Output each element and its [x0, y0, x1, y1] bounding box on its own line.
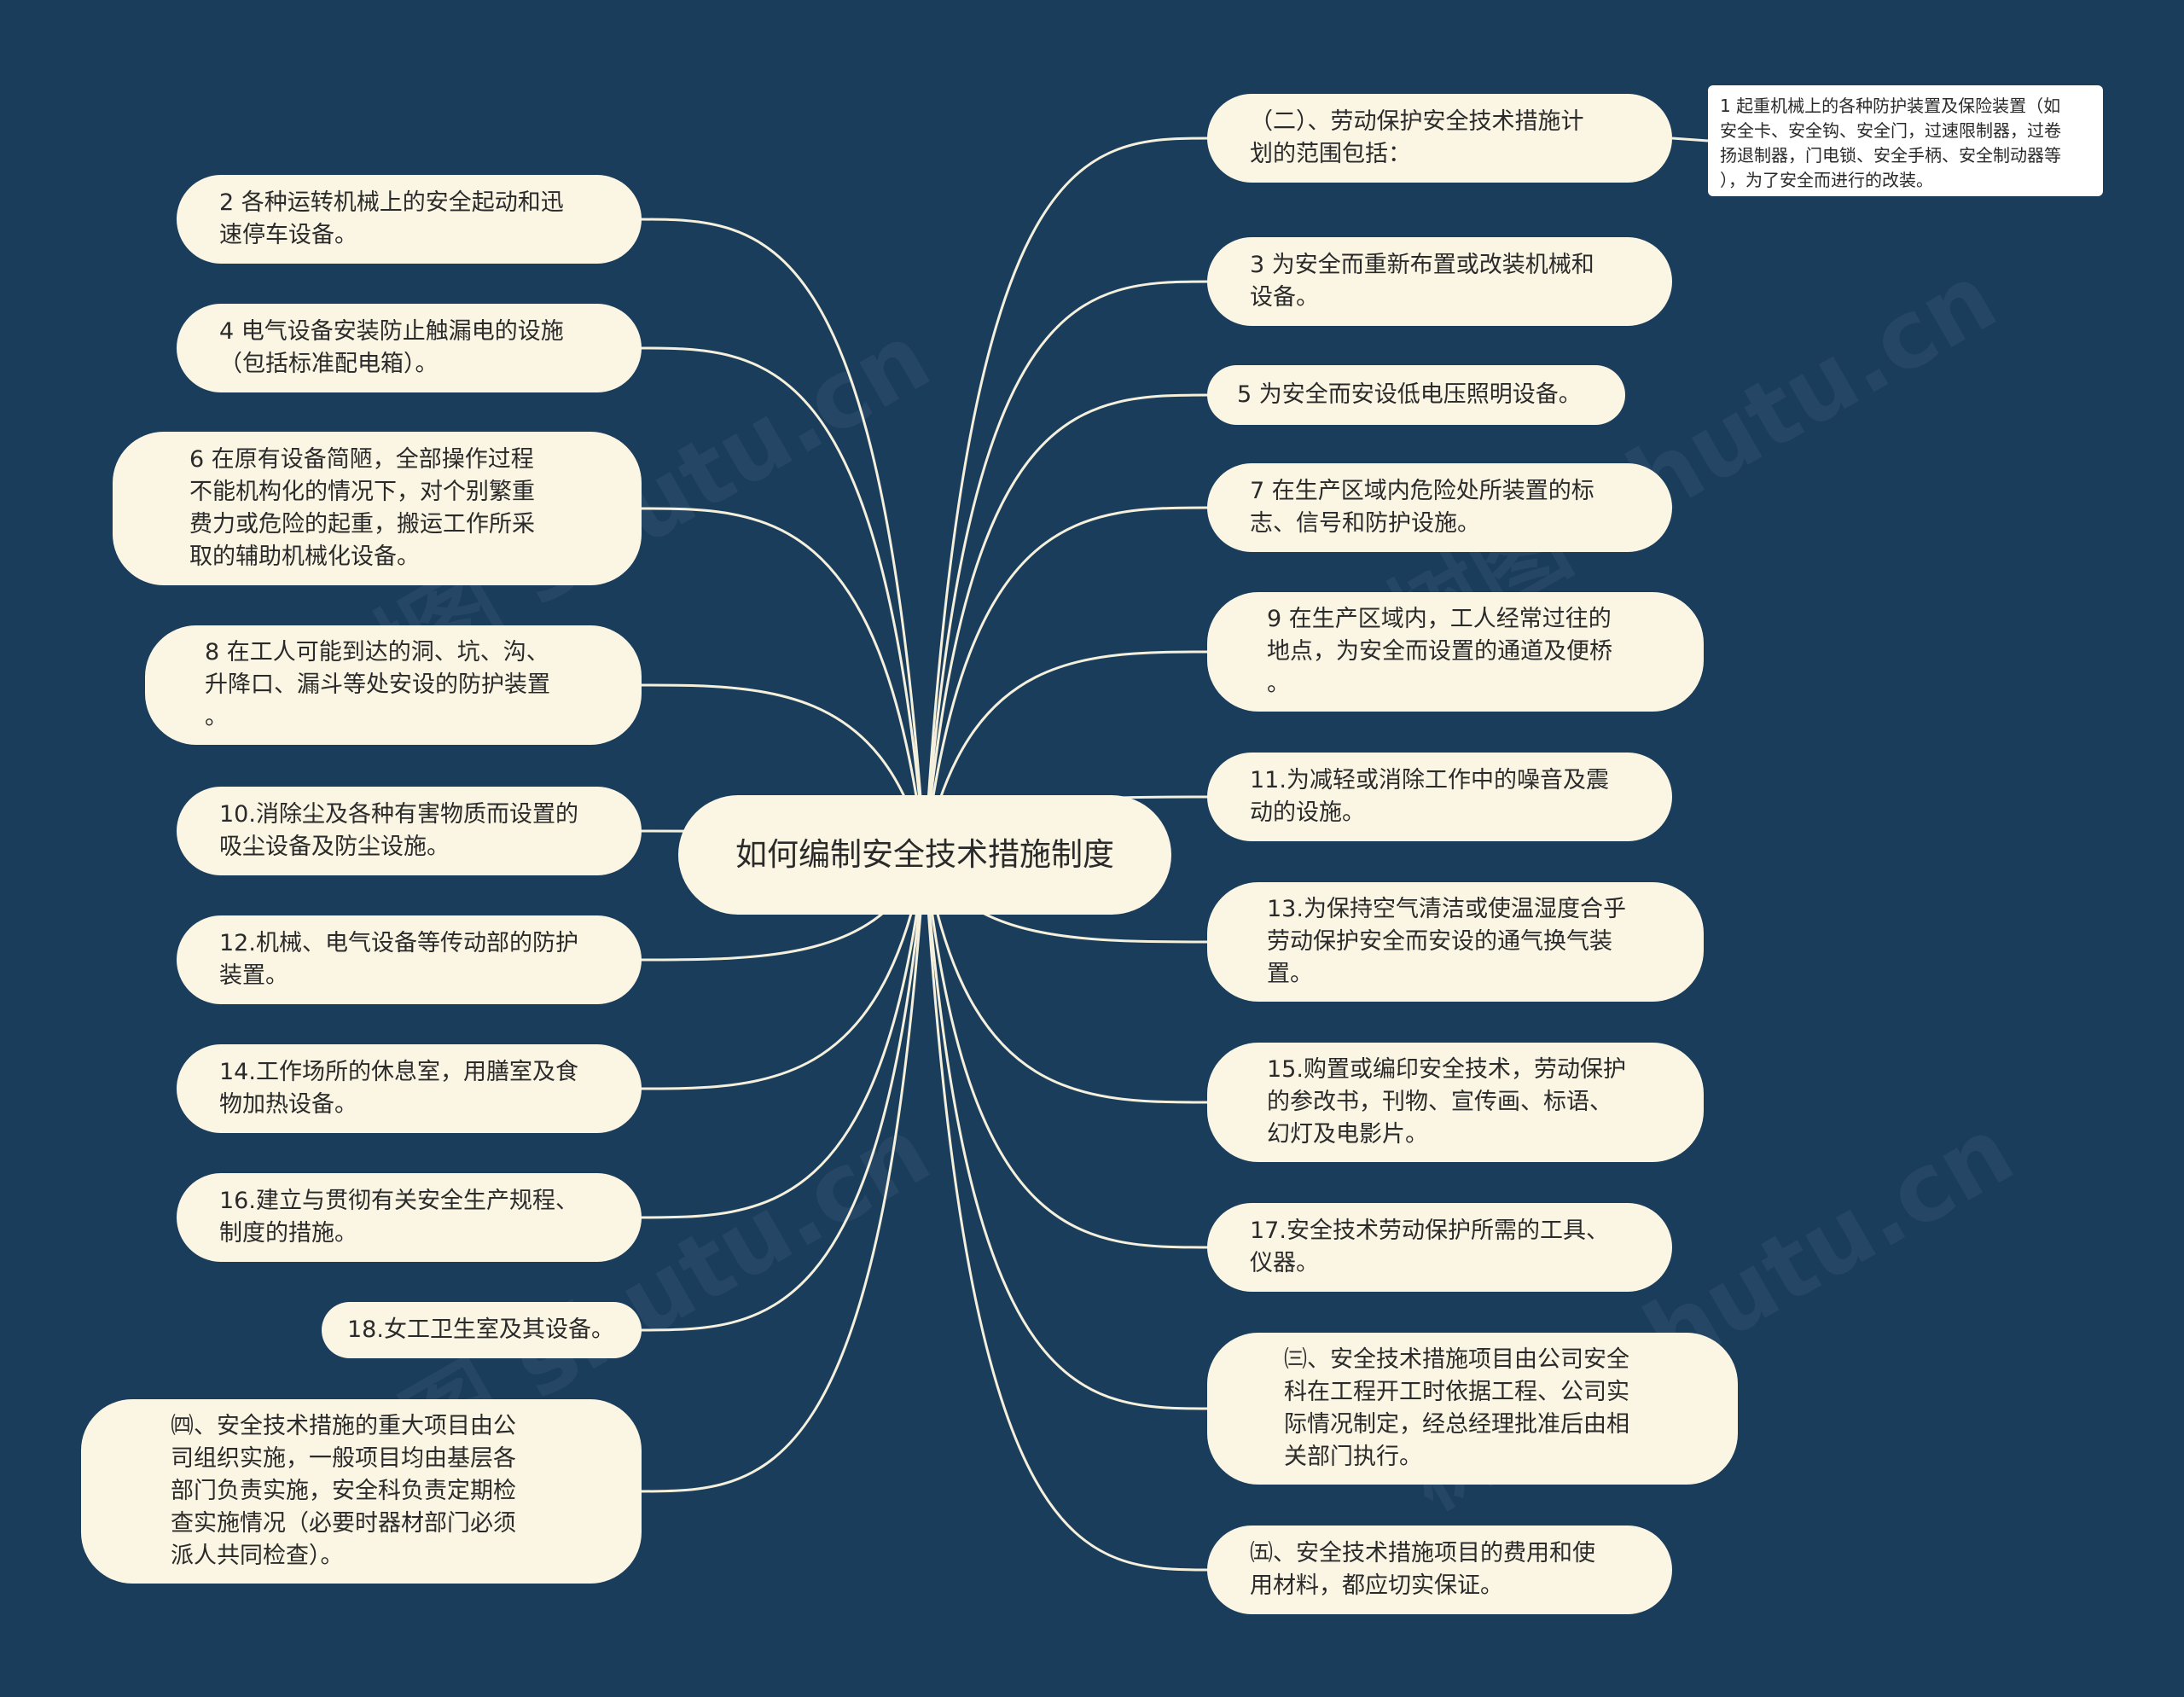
- connector-right-8: [923, 854, 1211, 1104]
- connector-left-10: [637, 854, 926, 1493]
- right-node-3[interactable]: 5 为安全而安设低电压照明设备。: [1207, 365, 1625, 425]
- left-node-5[interactable]: 10.消除尘及各种有害物质而设置的 吸尘设备及防尘设施。: [177, 787, 642, 875]
- right-node-2[interactable]: 3 为安全而重新布置或改装机械和 设备。: [1207, 237, 1672, 326]
- connector-left-2: [637, 346, 926, 856]
- left-node-6[interactable]: 12.机械、电气设备等传动部的防护 装置。: [177, 915, 642, 1004]
- connector-left-4: [637, 683, 926, 856]
- connector-left-1: [637, 218, 926, 856]
- left-node-10[interactable]: ㈣、安全技术措施的重大项目由公 司组织实施，一般项目均由基层各 部门负责实施，安…: [81, 1399, 642, 1584]
- left-node-2[interactable]: 4 电气设备安装防止触漏电的设施 （包括标准配电箱）。: [177, 304, 642, 392]
- connector-left-8: [637, 854, 926, 1219]
- right-node-7[interactable]: 13.为保持空气清洁或使温湿度合乎 劳动保护安全而安设的通气换气装 置。: [1207, 882, 1704, 1002]
- connector-right-2: [923, 280, 1211, 856]
- central-topic[interactable]: 如何编制安全技术措施制度: [678, 795, 1171, 915]
- right-node-9[interactable]: 17.安全技术劳动保护所需的工具、 仪器。: [1207, 1203, 1672, 1292]
- right-node-10[interactable]: ㈢、安全技术措施项目由公司安全 科在工程开工时依据工程、公司实 际情况制定，经总…: [1207, 1333, 1738, 1485]
- connector-note: [1671, 137, 1709, 142]
- left-node-4[interactable]: 8 在工人可能到达的洞、坑、沟、 升降口、漏斗等处安设的防护装置 。: [145, 625, 642, 745]
- right-node-11[interactable]: ㈤、安全技术措施项目的费用和使 用材料，都应切实保证。: [1207, 1526, 1672, 1614]
- left-node-3[interactable]: 6 在原有设备简陋，全部操作过程 不能机构化的情况下，对个别繁重 费力或危险的起…: [113, 432, 642, 585]
- left-node-9[interactable]: 18.女工卫生室及其设备。: [322, 1302, 642, 1358]
- right-node-8[interactable]: 15.购置或编印安全技术，劳动保护 的参改书，刊物、宣传画、标语、 幻灯及电影片…: [1207, 1043, 1704, 1162]
- connector-right-1: [923, 137, 1211, 856]
- connector-left-9: [637, 854, 926, 1332]
- connector-right-3: [923, 393, 1211, 856]
- right-node-4[interactable]: 7 在生产区域内危险处所装置的标 志、信号和防护设施。: [1207, 463, 1672, 552]
- connector-right-5: [923, 650, 1211, 856]
- connector-left-7: [637, 854, 926, 1090]
- left-node-7[interactable]: 14.工作场所的休息室，用膳室及食 物加热设备。: [177, 1044, 642, 1133]
- right-node-6[interactable]: 11.为减轻或消除工作中的噪音及震 动的设施。: [1207, 753, 1672, 841]
- left-node-1[interactable]: 2 各种运转机械上的安全起动和迅 速停车设备。: [177, 175, 642, 264]
- note-box: 1 起重机械上的各种防护装置及保险装置（如 安全卡、安全钩、安全门，过速限制器，…: [1708, 85, 2103, 196]
- connector-right-10: [923, 854, 1211, 1410]
- right-node-5[interactable]: 9 在生产区域内，工人经常过往的 地点，为安全而设置的通道及便桥 。: [1207, 592, 1704, 712]
- connector-right-4: [923, 506, 1211, 856]
- connector-left-3: [637, 507, 926, 856]
- connector-right-9: [923, 854, 1211, 1249]
- left-node-8[interactable]: 16.建立与贯彻有关安全生产规程、 制度的措施。: [177, 1173, 642, 1262]
- connector-right-11: [923, 854, 1211, 1572]
- right-node-1[interactable]: （二）、劳动保护安全技术措施计 划的范围包括：: [1207, 94, 1672, 183]
